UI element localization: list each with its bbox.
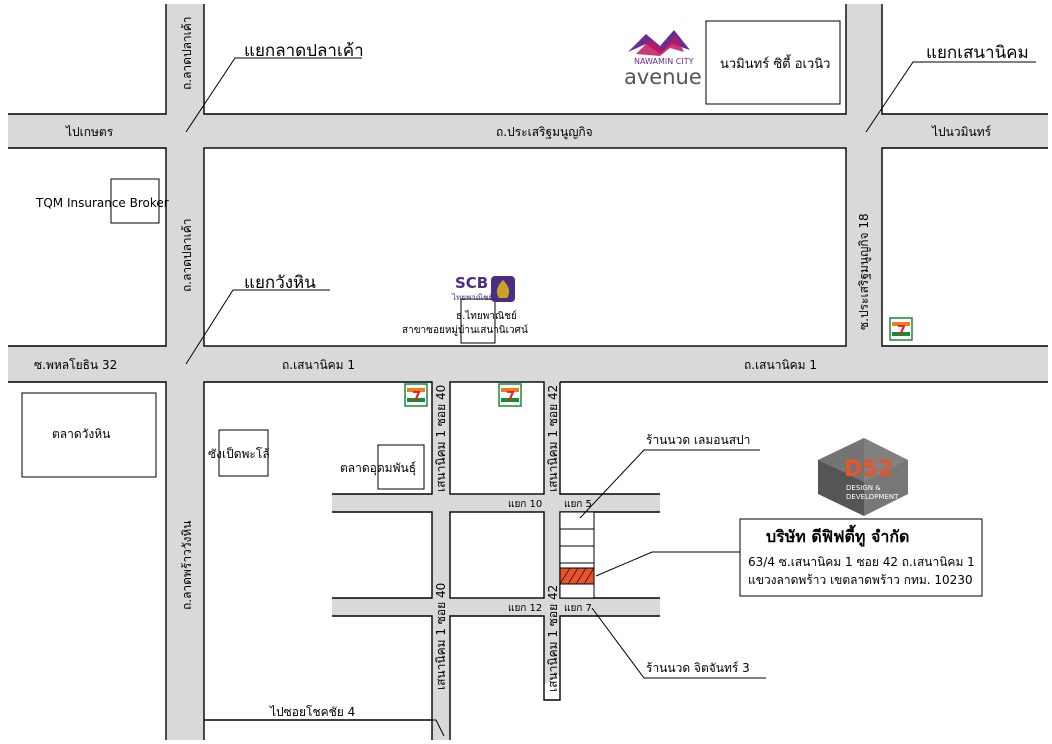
d52-logo-main: D52: [844, 457, 893, 482]
company-address-line2: แขวงลาดพร้าว เขตลาดพร้าว กทม. 10230: [748, 573, 973, 587]
road-label-soi42-upper: เสนานิคม 1 ซอย 42: [546, 385, 560, 492]
road-network: [8, 4, 1048, 740]
place-scb-line1: ธ.ไทยพาณิชย์: [456, 310, 517, 322]
svg-text:7: 7: [897, 324, 906, 339]
place-talat-udom: ตลาดอุดมพันธุ์: [340, 461, 416, 476]
block-west-mid: [332, 511, 433, 599]
building-strip: [559, 511, 595, 599]
company-name: บริษัท ดีฟิฟตี้ทู จำกัด: [766, 524, 909, 548]
talat-udom-box: [377, 444, 425, 490]
scb-logo: SCB ไทยพาณิชย์: [451, 274, 515, 302]
block-low-right: [449, 615, 660, 740]
leader-lat-pla-khao: [185, 57, 362, 133]
leader-wang-hin: [185, 289, 330, 365]
d52-logo: D52 DESIGN & DEVELOPMENT: [818, 438, 908, 516]
block-top-left: [8, 4, 167, 115]
road-label-lat-pla-khao-mid: ถ.ลาดปลาเค้า: [180, 218, 194, 292]
place-tqm: TQM Insurance Broker: [35, 196, 169, 210]
scb-logo-text: SCB: [455, 274, 488, 292]
place-scb-line2: สาขาซอยหมู่บ้านเสนานิเวศน์: [402, 324, 528, 336]
road-label-yaek-10: แยก 10: [508, 499, 542, 510]
scb-box: [460, 298, 496, 344]
building-column: [559, 511, 595, 599]
place-massage-lemon: ร้านนวด เลมอนสปา: [646, 433, 750, 447]
leader-jit-chan: [591, 607, 766, 679]
road-label-soi42-lower: เสนานิคม 1 ซอย 42: [546, 585, 560, 692]
place-massage-jit: ร้านนวด จิตจันทร์ 3: [646, 661, 750, 675]
road-label-prasert-18: ซ.ประเสริฐมนูญกิจ 18: [857, 213, 872, 330]
junction-lat-pla-khao: แยกลาดปลาเค้า: [244, 41, 364, 61]
road-label-sena-1-left: ถ.เสนานิคม 1: [282, 358, 355, 372]
leader-lemon-spa: [579, 449, 760, 519]
nawamin-logo: NAWAMIN CITY avenue: [624, 30, 702, 89]
block-top-right: [881, 4, 1048, 115]
talat-wang-hin-box: [21, 392, 157, 478]
road-label-lat-phrao-wang-hin: ถ.ลาดพร้าววังหิน: [180, 520, 194, 610]
place-sang-pet: ซังเป็ดพะโล้: [208, 446, 270, 461]
block-between-soi-mid: [449, 511, 545, 599]
road-label-to-nawamin: ไปนวมินทร์: [931, 125, 992, 139]
d52-logo-sub2: DEVELOPMENT: [846, 493, 899, 501]
road-label-soi40-upper: เสนานิคม 1 ซอย 40: [434, 385, 448, 492]
road-label-to-kaset: ไปเกษตร: [65, 125, 114, 139]
junction-wang-hin: แยกวังหิน: [244, 273, 316, 293]
company-location-marker[interactable]: [559, 567, 595, 585]
road-soi-40: [432, 382, 450, 740]
leader-sena-nikhom: [865, 61, 1036, 133]
nawamin-logo-top: NAWAMIN CITY: [634, 57, 694, 66]
scb-logo-th: ไทยพาณิชย์: [451, 292, 493, 302]
road-sena-1: [8, 346, 1048, 382]
road-label-yaek-5: แยก 5: [564, 499, 592, 510]
block-right: [881, 147, 1048, 347]
road-label-sena-1-right: ถ.เสนานิคม 1: [744, 358, 817, 372]
block-between-soi-upper: [449, 381, 545, 495]
seven-eleven-icon: 7: [889, 317, 913, 341]
city-blocks: [8, 4, 1048, 740]
block-west-low: [332, 615, 433, 740]
road-label-prasert: ถ.ประเสริฐมนูญกิจ: [496, 125, 593, 140]
road-label-phahon-32: ซ.พหลโยธิน 32: [34, 358, 117, 372]
d52-logo-sub1: DESIGN &: [846, 484, 881, 492]
seven-eleven-icon: 7: [404, 383, 428, 407]
nawamin-logo-icon: [628, 30, 690, 54]
svg-text:7: 7: [412, 390, 421, 405]
place-talat-wang-hin: ตลาดวังหิน: [52, 427, 110, 441]
block-top-middle: [203, 4, 847, 115]
nawamin-city-box: [705, 20, 841, 105]
nawamin-logo-main: avenue: [624, 65, 702, 89]
block-left: [8, 147, 167, 347]
place-nawamin-city: นวมินทร์ ซิตี้ อเวนิว: [720, 54, 830, 72]
road-yaek-12: [332, 598, 660, 616]
road-prasert-18: [846, 4, 882, 382]
company-address-line1: 63/4 ซ.เสนานิคม 1 ซอย 42 ถ.เสนานิคม 1: [748, 555, 975, 569]
svg-text:7: 7: [506, 390, 515, 405]
road-label-chok-chai: ไปซอยโชคชัย 4: [269, 705, 355, 719]
sang-pet-box: [218, 429, 269, 477]
road-label-yaek-12: แยก 12: [508, 603, 542, 614]
road-lat-pla-khao: [166, 4, 204, 740]
road-yaek-10: [332, 494, 660, 512]
road-label-yaek-7: แยก 7: [564, 603, 592, 614]
tqm-box: [110, 178, 160, 224]
junction-sena-nikhom: แยกเสนานิคม: [926, 43, 1029, 63]
road-soi-42: [544, 382, 560, 700]
company-info-box[interactable]: [739, 518, 983, 597]
road-label-lat-pla-khao-top: ถ.ลาดปลาเค้า: [180, 16, 194, 90]
leader-chok-chai: [258, 719, 445, 737]
seven-eleven-icon: 7: [498, 383, 522, 407]
block-east-upper: [559, 382, 660, 495]
leader-company: [595, 551, 740, 577]
road-label-soi40-lower: เสนานิคม 1 ซอย 40: [434, 583, 448, 690]
block-center: [203, 147, 847, 347]
